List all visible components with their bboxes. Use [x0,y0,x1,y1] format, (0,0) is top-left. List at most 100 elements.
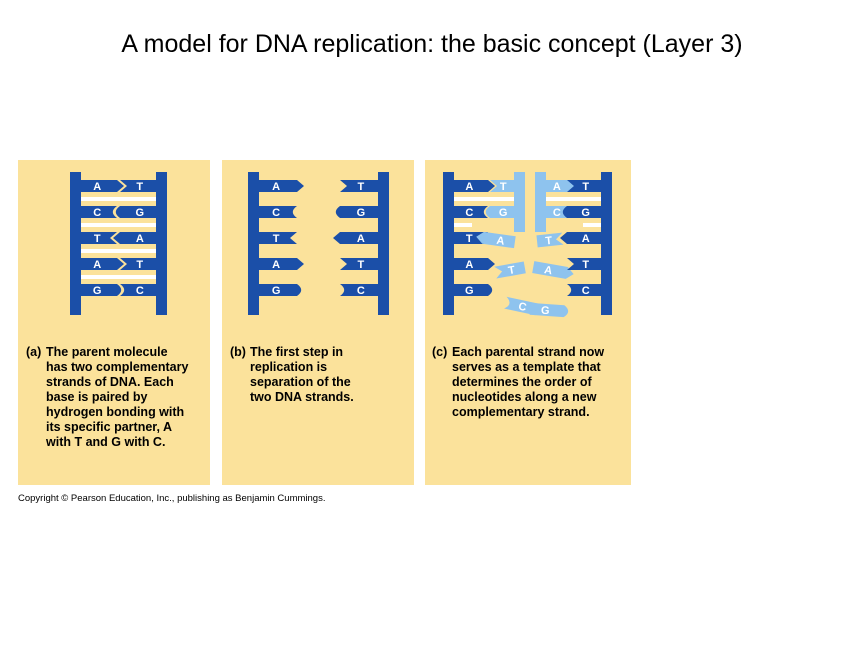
caption-line: base is paired by [46,390,148,404]
caption-line: Each parental strand now [452,345,605,359]
base-letter: T [358,181,365,193]
base-letter: C [272,207,280,219]
base-shape [567,284,601,296]
base-letter: A [357,233,365,245]
base-shape [120,180,156,192]
base-shape [494,261,526,279]
base-A: A [546,180,577,193]
panel-a-letter: (a) [26,345,42,359]
base-shape [485,206,514,218]
caption-line: separation of the [250,375,351,389]
base-shape [529,302,569,318]
base-shape [335,206,378,218]
base-G: G [259,284,302,297]
base-letter: A [93,259,101,271]
base-shape [454,284,493,296]
base-shape [504,296,538,316]
base-shape [490,180,514,192]
base-letter: G [93,285,102,297]
base-shape [81,232,117,244]
base-letter: A [465,181,473,193]
base-letter: T [358,259,365,271]
left-new-backbone [514,172,525,232]
base-shape [560,232,601,244]
right-backbone [156,172,167,315]
base-letter: T [466,233,473,245]
base-T: T [340,180,378,193]
base-shape [333,232,378,244]
base-letter: G [541,305,550,318]
base-letter: C [357,285,365,297]
base-letter: T [545,235,553,248]
base-A: A [333,232,378,245]
base-letter: T [136,259,143,271]
base-shape [532,261,574,279]
base-letter: C [553,207,561,219]
base-shape [536,232,564,248]
base-letter: G [499,207,508,219]
left-parental-backbone [443,172,454,315]
base-G: G [335,206,378,219]
base-letter: G [272,285,281,297]
right-new-backbone [535,172,546,232]
right-backbone [378,172,389,315]
base-G: G [115,206,156,219]
base-A: A [454,258,495,271]
base-letter: A [272,181,280,193]
base-C: C [259,206,297,219]
base-T: T [340,258,378,271]
rungs [81,197,156,279]
base-G: G [454,284,493,297]
base-T: T [81,232,117,245]
page-title: A model for DNA replication: the basic c… [121,30,743,58]
base-shape [340,284,378,296]
caption-line: two DNA strands. [250,390,354,404]
base-C: C [81,206,117,219]
base-T: T [494,261,526,279]
base-letter: T [136,181,143,193]
base-T: T [259,232,297,245]
base-A: A [81,180,124,193]
base-letter: T [500,181,507,193]
base-shape [259,206,297,218]
base-letter: G [357,207,366,219]
base-C: C [504,296,538,316]
base-shape [115,206,156,218]
base-shape [546,180,577,192]
base-T: T [567,258,601,271]
base-letter: A [136,233,144,245]
base-shape [567,180,601,192]
base-letter: C [517,301,527,314]
caption-line: serves as a template that [452,360,601,374]
base-shape [81,180,124,192]
left-backbone [248,172,259,315]
base-T: T [536,232,564,248]
panel-c-letter: (c) [432,345,448,359]
base-shape [454,258,495,270]
base-letter: A [465,259,473,271]
base-shape [120,258,156,270]
base-T: T [567,180,601,193]
base-shape [81,258,124,270]
base-letter: C [465,207,473,219]
caption-line: strands of DNA. Each [46,375,174,389]
base-shape [340,258,378,270]
base-shape [259,284,302,296]
caption-line: its specific partner, A [46,420,172,434]
base-A: A [81,258,124,271]
base-letter: T [507,264,516,277]
caption-line: has two complementary [46,360,189,374]
base-letter: A [553,181,561,193]
caption-line: determines the order of [452,375,592,389]
base-G: G [562,206,601,219]
base-letter: C [136,285,144,297]
base-C: C [567,284,601,297]
base-G: G [485,206,514,219]
caption-line: with T and G with C. [46,435,166,449]
base-shape [259,258,304,270]
caption-line: hydrogen bonding with [46,405,185,419]
